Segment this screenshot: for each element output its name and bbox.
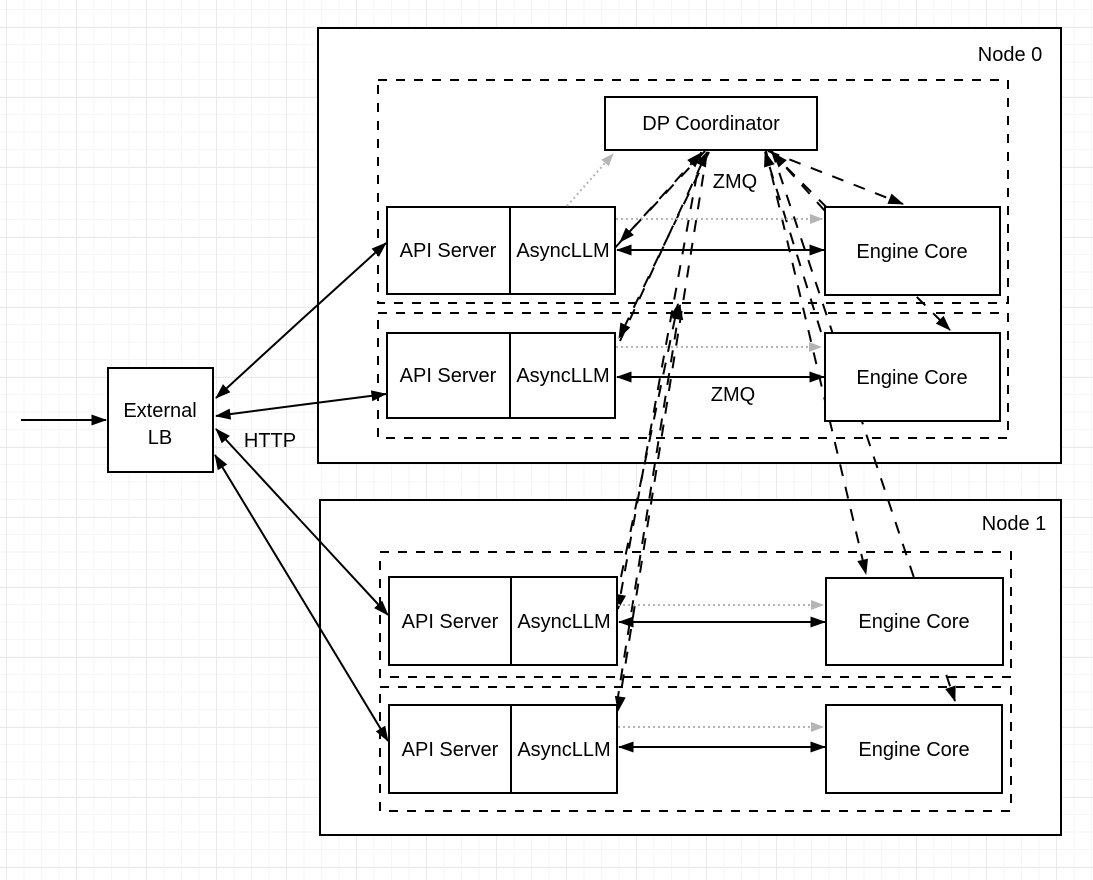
node1-label: Node 1 bbox=[982, 513, 1047, 535]
coordinator-to-asyncllm-n0r1-link bbox=[618, 151, 710, 339]
api-asyncllm-box-n1r1: API Server AsyncLLM bbox=[388, 704, 618, 794]
http-arrow-lb-to-api-n1r0 bbox=[300, 520, 389, 616]
engine-core-n0r1-to-coordinator-link bbox=[764, 151, 822, 333]
api-server-label-n1r0: API Server bbox=[402, 611, 499, 633]
engine-core-label-n0r0: Engine Core bbox=[856, 241, 967, 263]
asyncllm-n1r0-to-coordinator-link bbox=[620, 303, 681, 578]
asyncllm-label-n0r0: AsyncLLM bbox=[516, 240, 609, 262]
node0-label: Node 0 bbox=[978, 44, 1043, 66]
engine-core-label-n1r0: Engine Core bbox=[858, 611, 969, 633]
engine-core-box-n1r0: Engine Core bbox=[825, 577, 1004, 666]
api-asyncllm-box-n1r0: API Server AsyncLLM bbox=[388, 576, 618, 666]
asyncllm-label-n0r1: AsyncLLM bbox=[516, 365, 609, 387]
api-asyncllm-box-n0r0: API Server AsyncLLM bbox=[386, 206, 616, 295]
http-arrow-api-n0r1-to-lb bbox=[215, 404, 301, 420]
external-lb-label-line2: LB bbox=[148, 427, 172, 449]
dp-rank-group-node1-rank1 bbox=[379, 686, 1012, 812]
http-arrow-lb-to-api-n0r1 bbox=[299, 390, 387, 406]
external-lb-label-line1: External bbox=[123, 400, 196, 422]
api-server-label-n0r0: API Server bbox=[400, 240, 497, 262]
http-arrow-api-n1r1-to-lb bbox=[214, 454, 302, 598]
coordinator-to-engine-core-n0r0-link bbox=[767, 150, 904, 205]
zmq-label-coordinator: ZMQ bbox=[713, 171, 757, 193]
external-lb-box bbox=[107, 367, 214, 473]
engine-core-label-n1r1: Engine Core bbox=[858, 739, 969, 761]
api-server-label-n1r1: API Server bbox=[402, 739, 499, 761]
asyncllm-n0r1-to-coordinator-link bbox=[619, 151, 708, 342]
api-server-label-n0r1: API Server bbox=[400, 365, 497, 387]
http-arrow-api-n0r0-to-lb bbox=[215, 320, 301, 399]
http-arrow-api-n1r0-to-lb bbox=[215, 428, 302, 522]
api-asyncllm-box-n0r1: API Server AsyncLLM bbox=[386, 332, 616, 419]
dotted-arrow-asyncllm-to-coordinator bbox=[566, 153, 614, 207]
http-arrow-lb-to-api-n1r1 bbox=[300, 596, 389, 742]
engine-core-box-n0r0: Engine Core bbox=[824, 206, 1001, 296]
dp-rank-group-node0-rank1 bbox=[377, 312, 1009, 439]
engine-core-label-n0r1: Engine Core bbox=[856, 367, 967, 389]
http-arrow-lb-to-api-n0r0 bbox=[299, 242, 387, 322]
asyncllm-label-n1r0: AsyncLLM bbox=[517, 611, 610, 633]
zmq-label-row: ZMQ bbox=[711, 384, 755, 406]
dp-coordinator-box bbox=[604, 96, 818, 151]
dp-coordinator-label: DP Coordinator bbox=[642, 113, 780, 135]
engine-core-box-n1r1: Engine Core bbox=[825, 704, 1003, 794]
asyncllm-label-n1r1: AsyncLLM bbox=[517, 739, 610, 761]
coordinator-to-engine-core-n1r0-link bbox=[765, 150, 869, 575]
dp-rank-group-node0-rank0 bbox=[377, 79, 1009, 304]
engine-core-box-n0r1: Engine Core bbox=[824, 332, 1001, 422]
coordinator-to-asyncllm-n1r0-link bbox=[615, 151, 702, 610]
http-label: HTTP bbox=[244, 430, 296, 452]
